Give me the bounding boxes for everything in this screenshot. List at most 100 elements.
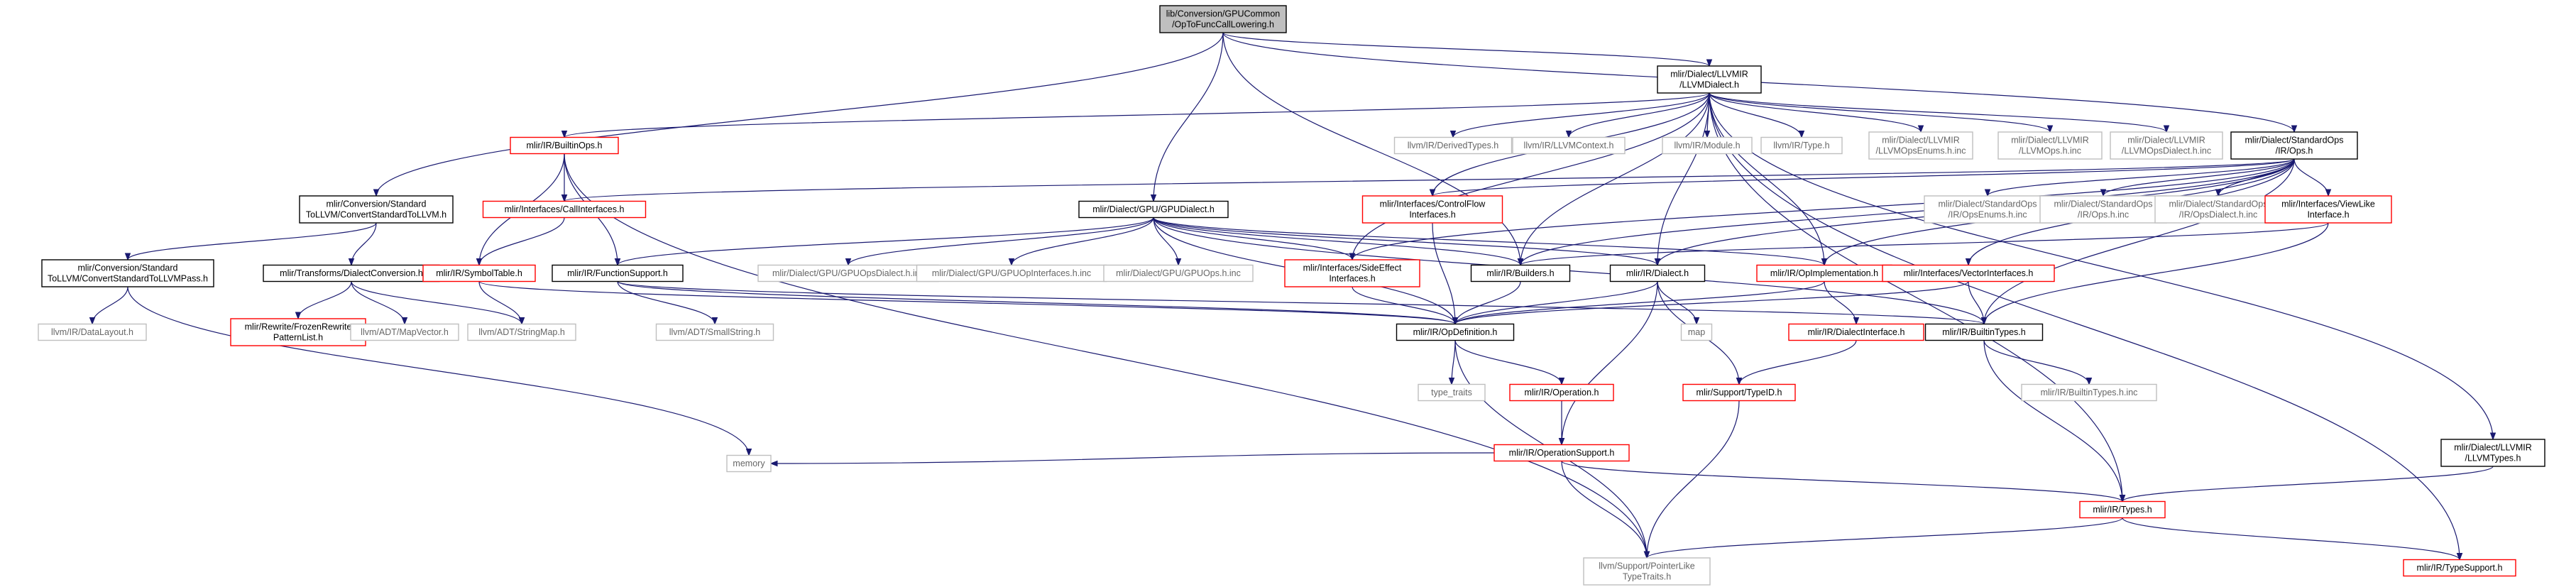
edge-line [1709,92,2460,560]
edge-line [1011,217,1154,265]
graph-edge-viewlike-to-builders [1517,222,2329,266]
node-label: llvm/ADT/StringMap.h [478,327,565,337]
node-label: /LLVMTypes.h [2465,454,2521,463]
graph-node-irtypes[interactable]: mlir/IR/Types.h [2079,500,2166,519]
node-label: type_traits [1431,388,1472,397]
graph-node-stdtollvmpass[interactable]: mlir/Conversion/StandardToLLVM/ConvertSt… [41,259,214,287]
edge-line [1568,92,1710,138]
graph-node-operation[interactable]: mlir/IR/Operation.h [1509,383,1614,402]
edge-arrowhead [1558,378,1565,385]
edge-line [1153,217,1353,260]
edge-line [127,222,377,260]
graph-edge-operationsupport-to-memory [769,452,1495,467]
node-box [1760,136,1843,155]
graph-edge-llvmdialect-to-builtinops [561,92,1710,138]
graph-node-operationsupport[interactable]: mlir/IR/OperationSupport.h [1493,444,1630,462]
graph-edge-stdops-to-stdopsenums [1984,158,2295,197]
edge-line [1983,158,2295,324]
graph-node-derivedtypes: llvm/IR/DerivedTypes.h [1393,136,1513,155]
graph-node-builders[interactable]: mlir/IR/Builders.h [1470,264,1571,282]
edge-arrowhead [124,253,131,261]
graph-node-llvmtypes[interactable]: mlir/Dialect/LLVMIR/LLVMTypes.h [2440,439,2545,467]
node-box [2403,559,2516,577]
edge-arrowhead [2489,432,2496,441]
node-box [1609,264,1706,282]
edge-line [1452,92,1710,138]
edge-line [1454,281,1658,324]
graph-node-opimplementation[interactable]: mlir/IR/OpImplementation.h [1756,264,1892,282]
node-box [2154,195,2282,224]
graph-node-dialectconversion[interactable]: mlir/Transforms/DialectConversion.h [263,264,440,282]
graph-node-typetraits: type_traits [1418,383,1486,402]
graph-edge-llvmdialect-to-llvmtype [1709,92,1805,138]
node-label: llvm/IR/Type.h [1773,141,1829,150]
graph-node-dialectinterface[interactable]: mlir/IR/DialectInterface.h [1788,323,1924,341]
graph-node-stdtollvm[interactable]: mlir/Conversion/StandardToLLVM/ConvertSt… [299,195,454,224]
edge-arrowhead [1349,253,1356,261]
graph-node-builtintypes[interactable]: mlir/IR/BuiltinTypes.h [1924,323,2044,341]
node-box [1662,136,1753,155]
node-label: mlir/Dialect/GPU/GPUOpsDialect.h.inc [772,268,924,278]
graph-node-datalayout: llvm/IR/DataLayout.h [38,323,147,341]
graph-node-callinterfaces[interactable]: mlir/Interfaces/CallInterfaces.h [482,200,647,219]
graph-node-dialect[interactable]: mlir/IR/Dialect.h [1609,264,1706,282]
edge-arrowhead [295,312,302,320]
graph-edge-functionsupport-to-smallstring [617,281,718,325]
graph-edge-stdops-to-viewlike [2293,158,2332,197]
edge-arrowhead [1704,131,1711,138]
node-label: mlir/Support/TypeID.h [1697,388,1782,397]
edge-line [1987,158,2295,197]
edge-line [1153,216,1658,266]
node-label: /IR/Ops.h [2276,146,2313,156]
node-box [299,195,454,224]
graph-node-functionsupport[interactable]: mlir/IR/FunctionSupport.h [552,264,684,282]
graph-node-root[interactable]: lib/Conversion/GPUCommon/OpToFuncCallLow… [1159,5,1287,33]
edge-arrowhead [2291,125,2298,133]
graph-node-builtintypesinc: mlir/IR/BuiltinTypes.h.inc [2021,383,2157,402]
graph-node-typeid[interactable]: mlir/Support/TypeID.h [1682,383,1796,402]
node-box [1788,323,1924,341]
graph-node-gpudialect[interactable]: mlir/Dialect/GPU/GPUDialect.h [1078,200,1229,219]
edge-arrowhead [769,460,778,467]
edge-arrowhead [1798,131,1805,138]
edge-line [2103,158,2295,197]
node-label: map [1688,327,1705,337]
edge-arrowhead [561,131,568,138]
graph-node-typesupport[interactable]: mlir/IR/TypeSupport.h [2403,559,2516,577]
graph-node-gpuopsdialectinc: mlir/Dialect/GPU/GPUOpsDialect.h.inc [757,264,939,282]
node-box [2230,131,2358,160]
graph-edge-llvmdialect-to-llvmopsenums [1709,92,1924,133]
graph-edge-llvmtypes-to-irtypes [2119,466,2494,503]
graph-node-stdops[interactable]: mlir/Dialect/StandardOps/IR/Ops.h [2230,131,2358,160]
graph-node-builtinops[interactable]: mlir/IR/BuiltinOps.h [510,136,619,155]
node-box [1361,195,1503,224]
node-label: mlir/Dialect/LLVMIR [2454,443,2532,453]
edge-line [617,281,716,324]
node-box [1682,383,1796,402]
node-label: mlir/Conversion/Standard [77,263,177,273]
node-label: mlir/IR/Operation.h [1525,388,1599,397]
graph-node-symboltable[interactable]: mlir/IR/SymbolTable.h [422,264,536,282]
graph-node-memory: memory [726,454,772,473]
edge-line [2293,158,2329,197]
graph-node-vectorinterfaces[interactable]: mlir/Interfaces/VectorInterfaces.h [1882,264,2055,282]
graph-edge-llvmdialect-to-llvmcontext [1565,92,1710,138]
graph-node-gpuopinterfacesinc: mlir/Dialect/GPU/GPUOpInterfaces.h.inc [916,264,1107,282]
graph-node-llvmdialect[interactable]: mlir/Dialect/LLVMIR/LLVMDialect.h [1657,65,1762,94]
graph-edge-irtypes-to-typesupport [2122,517,2463,561]
node-box [41,259,214,287]
graph-edge-stdops-to-callinterfaces [561,158,2295,202]
graph-edge-callinterfaces-to-symboltable [476,217,565,266]
graph-edge-dialect-to-map [1657,281,1700,325]
graph-edge-operationsupport-to-irtypes [1561,460,2126,503]
edge-line [1454,280,1825,325]
graph-node-opdefinition[interactable]: mlir/IR/OpDefinition.h [1396,323,1515,341]
edge-line [564,158,2295,202]
graph-edge-builtintypes-to-builtintypesinc [1983,340,2093,385]
graph-edge-vectorinterfaces-to-builtintypes [1968,281,1988,325]
edge-arrowhead [2119,495,2126,503]
